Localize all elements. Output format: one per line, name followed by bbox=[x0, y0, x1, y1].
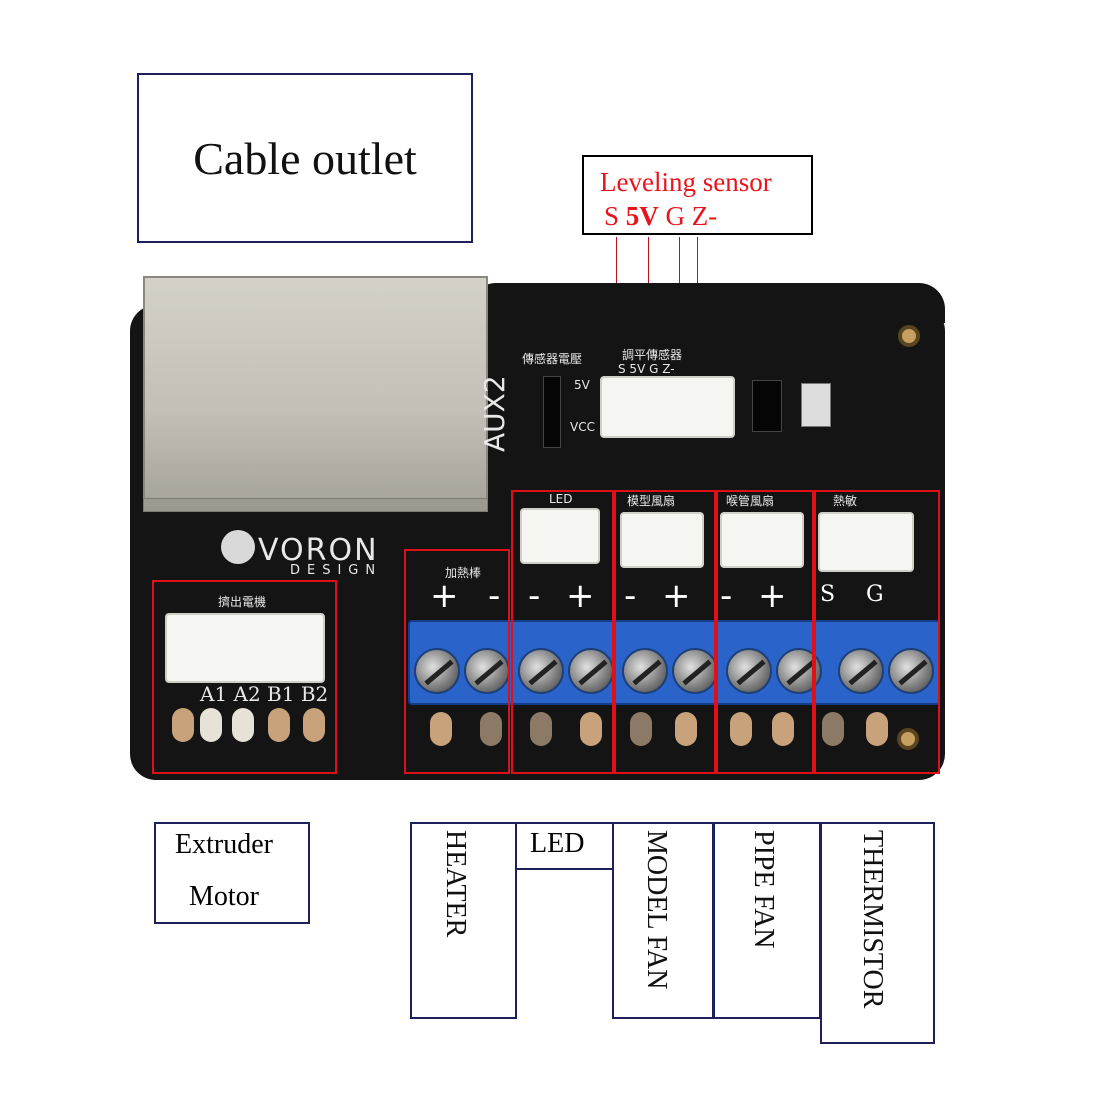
pad-1 bbox=[430, 712, 452, 746]
pipe-fan-plus: + bbox=[758, 576, 787, 616]
motor-pad-b1 bbox=[232, 708, 254, 742]
highlight-extruder-motor bbox=[152, 580, 337, 774]
heater-label-box: HEATER bbox=[410, 822, 517, 1019]
screw-terminal-6 bbox=[672, 648, 718, 694]
leveling-sensor-title: Leveling sensor bbox=[600, 167, 772, 197]
pad-3 bbox=[530, 712, 552, 746]
model-fan-label: MODEL FAN bbox=[641, 830, 672, 990]
pad-2 bbox=[480, 712, 502, 746]
thermistor-g: G bbox=[866, 582, 884, 607]
rj45-connector bbox=[143, 276, 488, 503]
pad-4 bbox=[580, 712, 602, 746]
aux2-label: AUX2 bbox=[478, 375, 511, 452]
screw-terminal-1 bbox=[414, 648, 460, 694]
pipe-fan-connector bbox=[720, 512, 804, 568]
led-label-box: LED bbox=[515, 822, 614, 870]
extruder-label-line2: Motor bbox=[189, 881, 259, 912]
voron-brand: VORON bbox=[258, 533, 379, 568]
pin-g-label: G bbox=[665, 201, 686, 231]
extruder-motor-connector bbox=[165, 613, 325, 683]
highlight-led bbox=[511, 490, 614, 774]
pad-10 bbox=[866, 712, 888, 746]
highlight-pipe-fan bbox=[716, 490, 814, 774]
cable-outlet-label: Cable outlet bbox=[193, 132, 417, 184]
highlight-model-fan bbox=[614, 490, 716, 774]
highlight-thermistor bbox=[814, 490, 940, 774]
mount-hole-top-right bbox=[898, 325, 920, 347]
silk-sensor-pins: S 5V G Z- bbox=[618, 362, 675, 376]
thermistor-label-box: THERMISTOR bbox=[820, 822, 935, 1044]
motor-pad-extra bbox=[303, 708, 325, 742]
mount-hole-bottom-right bbox=[897, 728, 919, 750]
led-minus: - bbox=[528, 576, 541, 616]
thermistor-connector bbox=[818, 512, 914, 572]
rj45-connector-lip bbox=[143, 498, 488, 512]
silk-motor-pins: A1 A2 B1 B2 bbox=[200, 682, 329, 706]
silk-vcc: VCC bbox=[570, 420, 595, 434]
screw-terminal-3 bbox=[518, 648, 564, 694]
silk-heater: 加熱棒 bbox=[445, 566, 482, 580]
screw-terminal-10 bbox=[888, 648, 934, 694]
model-fan-minus: - bbox=[624, 576, 637, 616]
pin-5v-label: 5V bbox=[625, 201, 659, 231]
screw-terminal-7 bbox=[726, 648, 772, 694]
silk-sensor-voltage: 傳感器電壓 bbox=[522, 352, 583, 366]
voron-brand-sub: DESIGN bbox=[290, 563, 383, 578]
motor-pad-a2 bbox=[200, 708, 222, 742]
extruder-label-line1: Extruder bbox=[175, 829, 273, 860]
silk-thermistor: 熱敏 bbox=[833, 494, 858, 508]
model-fan-label-box: MODEL FAN bbox=[612, 822, 714, 1019]
screw-terminal-5 bbox=[622, 648, 668, 694]
heater-plus: + bbox=[430, 576, 459, 616]
cable-outlet-callout: Cable outlet bbox=[137, 73, 473, 243]
heater-minus: - bbox=[488, 576, 501, 616]
motor-pad-b2 bbox=[268, 708, 290, 742]
pad-6 bbox=[675, 712, 697, 746]
voron-logo-icon bbox=[221, 530, 255, 564]
silk-pipe-fan: 喉管風扇 bbox=[726, 494, 775, 508]
led-label: LED bbox=[530, 828, 585, 859]
model-fan-connector bbox=[620, 512, 704, 568]
silk-5v: 5V bbox=[574, 378, 590, 392]
heater-label: HEATER bbox=[440, 830, 471, 938]
led-plus: + bbox=[566, 576, 595, 616]
thermistor-s: S bbox=[820, 582, 836, 607]
extruder-motor-label-box: Extruder Motor bbox=[154, 822, 310, 924]
thermistor-label: THERMISTOR bbox=[857, 830, 888, 1009]
leveling-sensor-pins: S 5V G Z- bbox=[604, 201, 717, 232]
motor-pad-a1 bbox=[172, 708, 194, 742]
screw-terminal-9 bbox=[838, 648, 884, 694]
pad-7 bbox=[730, 712, 752, 746]
voltage-jumper bbox=[543, 376, 561, 448]
pipe-fan-label-box: PIPE FAN bbox=[713, 822, 821, 1019]
pipe-fan-label: PIPE FAN bbox=[748, 830, 779, 949]
pin-s-label: S bbox=[604, 201, 620, 231]
highlight-heater bbox=[404, 549, 510, 774]
led-connector bbox=[520, 508, 600, 564]
diode bbox=[801, 383, 831, 427]
pad-8 bbox=[772, 712, 794, 746]
pad-5 bbox=[630, 712, 652, 746]
leveling-sensor-callout: Leveling sensor S 5V G Z- bbox=[582, 155, 813, 235]
silk-led: LED bbox=[549, 492, 573, 506]
silk-leveling-sensor: 調平傳感器 bbox=[622, 348, 683, 362]
silk-model-fan: 模型風扇 bbox=[627, 494, 676, 508]
pad-9 bbox=[822, 712, 844, 746]
pin-z-label: Z- bbox=[691, 201, 718, 231]
right-jumper bbox=[752, 380, 782, 432]
pipe-fan-minus: - bbox=[720, 576, 733, 616]
model-fan-plus: + bbox=[662, 576, 691, 616]
silk-extruder-motor: 擠出電機 bbox=[218, 595, 267, 609]
leveling-sensor-connector bbox=[600, 376, 735, 438]
